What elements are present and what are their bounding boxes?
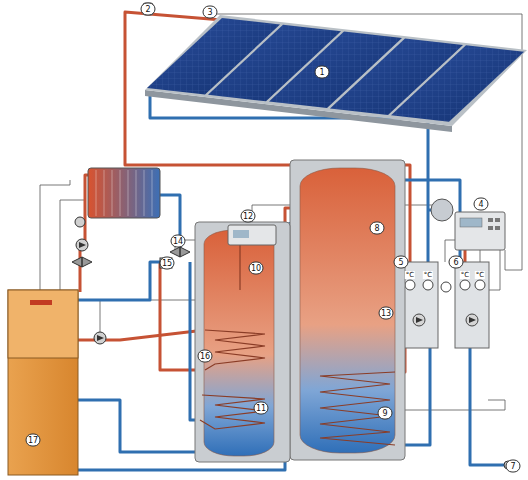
callout-number: 3 [203,6,218,19]
callout-number: 6 [449,256,464,269]
callout-number: 2 [141,3,156,16]
valves-pumps [72,217,512,469]
expansion-vessel [431,199,453,221]
callout-number: 5 [394,256,409,269]
callout-number: 13 [379,307,394,320]
callout-number: 12 [241,210,256,223]
solar-controller [455,212,505,250]
callout-number: 16 [198,350,213,363]
callout-number: 8 [370,222,385,235]
callout-number: 15 [160,257,175,270]
cold-pipes [75,94,505,470]
pump-station [400,262,489,348]
heating-controller [228,225,276,245]
callout-number: 14 [171,235,186,248]
radiator [88,168,160,218]
unit-label: °C [405,271,415,279]
buffer-tank [290,160,405,460]
unit-label: °C [475,271,485,279]
callout-number: 1 [315,66,330,79]
callout-number: 10 [249,262,264,275]
solar-collector [145,15,527,132]
unit-label: °C [423,271,433,279]
callout-number: 17 [26,434,41,447]
dhw-tank [195,222,290,462]
callout-number: 4 [474,198,489,211]
unit-label: °C [460,271,470,279]
callout-number: 11 [254,402,269,415]
callout-number: 7 [506,460,521,473]
callout-number: 9 [378,407,393,420]
boiler [8,290,78,475]
